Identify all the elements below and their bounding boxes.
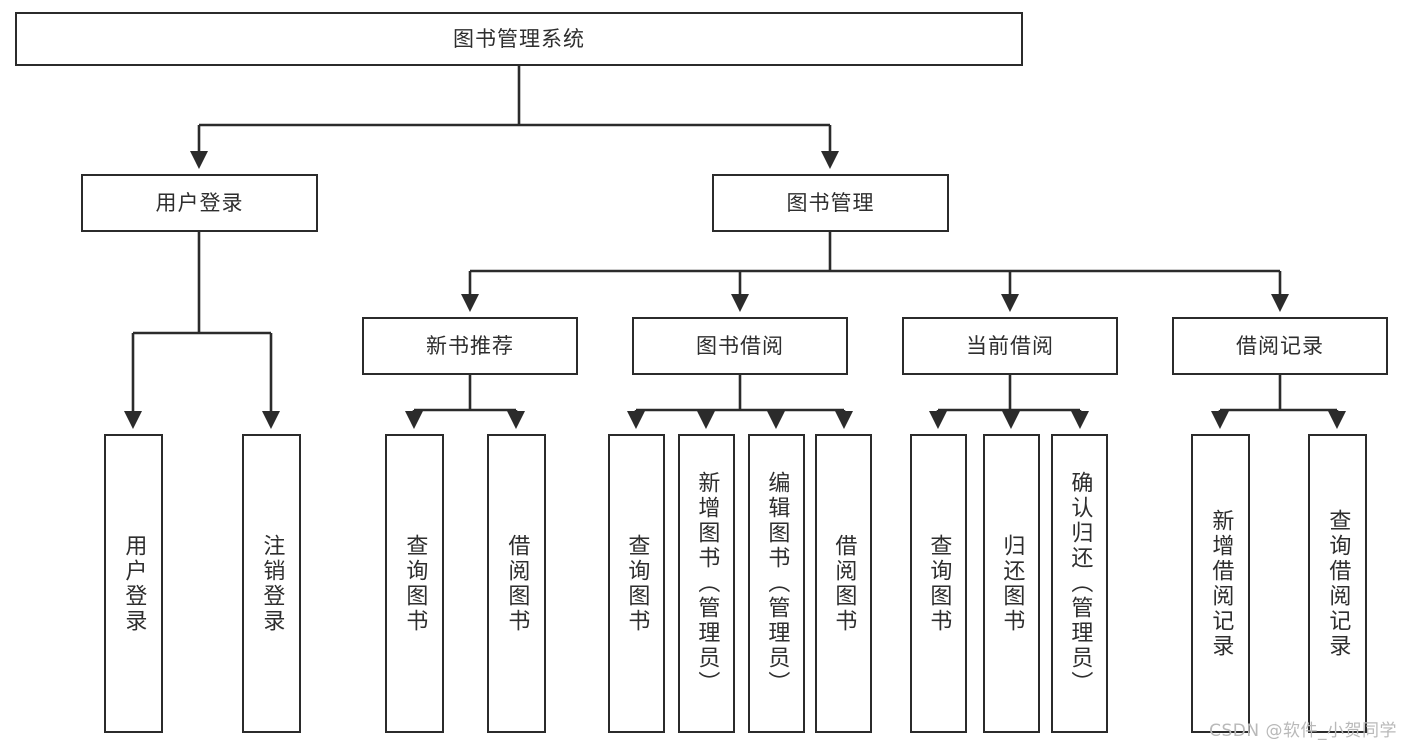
edge-group-user-login — [123, 232, 281, 430]
node-leaf-rec-query-book[interactable]: 查询图书 — [385, 434, 444, 733]
node-leaf-borrow-query-book[interactable]: 查询图书 — [608, 434, 665, 733]
edge-group-new-book-rec — [404, 375, 526, 430]
node-leaf-borrow-query-book-label: 查询图书 — [624, 533, 650, 634]
node-user-login-label: 用户登录 — [155, 190, 244, 215]
node-leaf-borrow-borrow-book-label: 借阅图书 — [831, 533, 857, 634]
node-leaf-rec-query-record[interactable]: 查询借阅记录 — [1308, 434, 1367, 733]
node-leaf-user-login[interactable]: 用户登录 — [104, 434, 163, 733]
node-current-borrow[interactable]: 当前借阅 — [902, 317, 1118, 375]
edge-group-current-borrow — [928, 375, 1090, 430]
node-leaf-rec-query-record-label: 查询借阅记录 — [1325, 508, 1351, 659]
node-leaf-user-logout-label: 注销登录 — [259, 533, 285, 634]
node-current-borrow-label: 当前借阅 — [966, 333, 1054, 358]
edge-group-borrow-records — [1210, 375, 1347, 430]
node-new-book-rec-label: 新书推荐 — [426, 333, 514, 358]
node-leaf-cur-query-book-label: 查询图书 — [926, 533, 952, 634]
node-book-manage-label: 图书管理 — [786, 190, 875, 215]
node-leaf-user-login-label: 用户登录 — [121, 533, 147, 634]
node-leaf-borrow-add-book[interactable]: 新增图书（管理员） — [678, 434, 735, 733]
node-leaf-borrow-borrow-book[interactable]: 借阅图书 — [815, 434, 872, 733]
node-root-label: 图书管理系统 — [453, 26, 585, 51]
node-book-borrow[interactable]: 图书借阅 — [632, 317, 848, 375]
node-leaf-borrow-edit-book[interactable]: 编辑图书（管理员） — [748, 434, 805, 733]
edge-group-book-manage — [460, 232, 1290, 313]
edge-group-root — [189, 66, 840, 170]
node-borrow-records-label: 借阅记录 — [1236, 333, 1324, 358]
node-leaf-cur-query-book[interactable]: 查询图书 — [910, 434, 967, 733]
node-leaf-rec-borrow-book[interactable]: 借阅图书 — [487, 434, 546, 733]
node-leaf-user-logout[interactable]: 注销登录 — [242, 434, 301, 733]
node-leaf-cur-confirm-return-label: 确认归还（管理员） — [1067, 471, 1093, 696]
node-borrow-records[interactable]: 借阅记录 — [1172, 317, 1388, 375]
node-book-borrow-label: 图书借阅 — [696, 333, 784, 358]
edge-group-book-borrow — [626, 375, 854, 430]
node-leaf-borrow-add-book-label: 新增图书（管理员） — [694, 471, 720, 696]
node-leaf-rec-add-record-label: 新增借阅记录 — [1208, 508, 1234, 659]
node-root[interactable]: 图书管理系统 — [15, 12, 1023, 66]
node-leaf-rec-borrow-book-label: 借阅图书 — [504, 533, 530, 634]
node-leaf-borrow-edit-book-label: 编辑图书（管理员） — [764, 471, 790, 696]
node-leaf-cur-return-book-label: 归还图书 — [999, 533, 1025, 634]
node-book-manage[interactable]: 图书管理 — [712, 174, 949, 232]
node-leaf-rec-query-book-label: 查询图书 — [402, 533, 428, 634]
node-leaf-cur-confirm-return[interactable]: 确认归还（管理员） — [1051, 434, 1108, 733]
node-leaf-rec-add-record[interactable]: 新增借阅记录 — [1191, 434, 1250, 733]
node-user-login[interactable]: 用户登录 — [81, 174, 318, 232]
node-new-book-rec[interactable]: 新书推荐 — [362, 317, 578, 375]
node-leaf-cur-return-book[interactable]: 归还图书 — [983, 434, 1040, 733]
